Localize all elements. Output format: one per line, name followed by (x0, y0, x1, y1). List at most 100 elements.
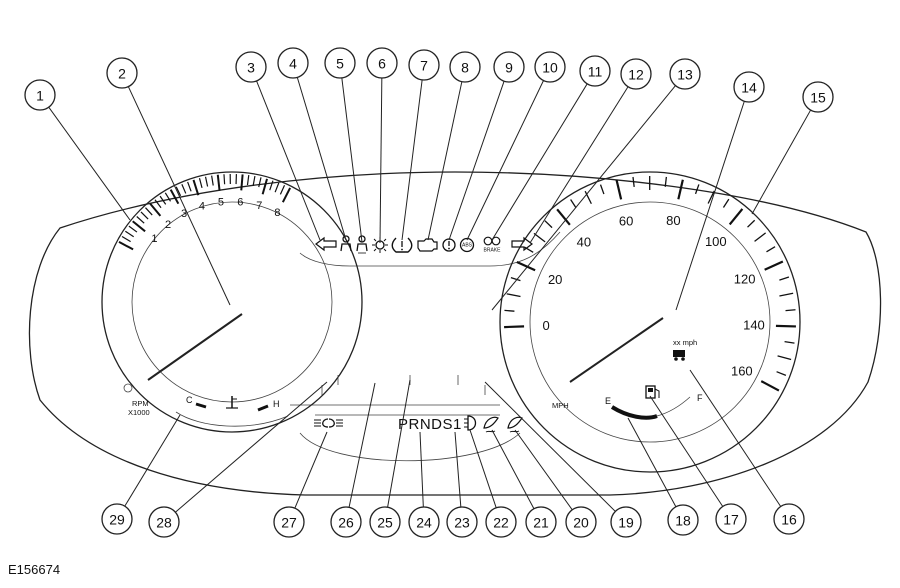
callout-number: 19 (618, 515, 634, 531)
callout-leader-line (48, 106, 131, 221)
speedometer-minor-tick (533, 232, 546, 243)
callout-circle (408, 506, 440, 538)
callout-leader-line (387, 379, 411, 508)
tachometer-minor-tick (187, 181, 192, 192)
callout-number: 7 (420, 58, 428, 74)
speedometer-minor-tick (599, 184, 605, 195)
callout-marker: 7 (408, 49, 440, 81)
temperature-cold-band (195, 402, 207, 409)
cluster-housing (28, 171, 882, 496)
turn-left-arrow-icon (315, 236, 337, 252)
speedometer-major-tick (775, 324, 796, 328)
tachometer-minor-tick (246, 175, 250, 186)
tachometer-major-tick (132, 220, 146, 233)
tachometer-scale-label: 1 (151, 233, 157, 245)
speedometer-minor-tick (766, 246, 776, 253)
callout-leader-line (454, 431, 462, 508)
speedometer-major-tick (556, 208, 571, 226)
callout-circle (277, 47, 309, 79)
tachometer-minor-tick (204, 176, 209, 187)
tachometer-minor-tick (279, 185, 286, 195)
callout-marker: 21 (525, 506, 557, 538)
speedometer-major-tick (760, 380, 780, 392)
tachometer-major-tick (216, 174, 221, 191)
speedometer-ticks (504, 175, 796, 392)
callout-number: 21 (533, 515, 549, 531)
callout-number: 17 (723, 512, 739, 528)
tachometer-scale-label: 6 (237, 196, 243, 208)
callout-circle (408, 49, 440, 81)
callout-number: 13 (677, 67, 693, 83)
speedometer-minor-tick (776, 371, 787, 376)
svg-text:ABS: ABS (462, 243, 473, 249)
callout-leader-line (175, 381, 328, 513)
tachometer-minor-tick (181, 183, 187, 194)
callout-number: 15 (810, 90, 826, 106)
tachometer-minor-tick (128, 225, 138, 233)
callout-circle (446, 506, 478, 538)
callout-number: 4 (289, 56, 297, 72)
speedometer-minor-tick (510, 277, 521, 282)
callout-marker: 1 (24, 79, 56, 111)
callout-number: 25 (377, 515, 393, 531)
callout-marker: 13 (669, 58, 701, 90)
callout-leader-line (296, 77, 347, 241)
callout-marker: 12 (620, 58, 652, 90)
callout-circle (324, 47, 356, 79)
speedometer-minor-tick (694, 184, 700, 195)
temperature-cold-label: C (186, 395, 193, 405)
tachometer-unit-multiplier: X1000 (128, 408, 150, 417)
speedometer-minor-tick (506, 293, 521, 298)
tachometer-major-tick (169, 189, 180, 205)
tachometer-major-tick (192, 179, 200, 196)
callout-marker: 17 (715, 503, 747, 535)
callout-leader-line (127, 86, 231, 306)
tachometer-minor-tick (159, 195, 167, 205)
callout-number: 11 (588, 64, 603, 80)
callout-marker: 25 (369, 506, 401, 538)
tachometer-major-tick (118, 241, 134, 251)
tachometer-zero-marker (123, 383, 133, 393)
turn-right-arrow-icon (511, 236, 533, 252)
speedometer-scale-label: 40 (577, 234, 591, 249)
callout-number: 5 (336, 56, 344, 72)
callout-circle (449, 51, 481, 83)
tachometer-major-tick (261, 178, 268, 195)
callout-number: 12 (628, 67, 644, 83)
speedometer-scale-label: 120 (734, 271, 756, 286)
callout-circle (369, 506, 401, 538)
speedometer-face (529, 201, 771, 443)
speedometer-minor-tick (747, 219, 756, 228)
tachometer-ticks (118, 174, 292, 251)
tachometer-minor-tick (258, 177, 262, 188)
callout-marker: 9 (493, 51, 525, 83)
tachometer-minor-tick (145, 207, 153, 216)
tachometer-minor-tick (252, 175, 256, 187)
callout-circle (565, 506, 597, 538)
engine-check-icon (417, 238, 438, 252)
callout-number: 8 (461, 60, 469, 76)
callout-leader-line (491, 83, 588, 241)
speedometer-scale-label: 140 (743, 318, 765, 333)
callout-circle (101, 503, 133, 535)
speedometer-minor-tick (754, 232, 767, 242)
speedometer-scale-label: 60 (619, 213, 633, 228)
callout-marker: 4 (277, 47, 309, 79)
callout-number: 24 (416, 515, 432, 531)
callout-leader-line (379, 77, 383, 244)
callout-marker: 22 (485, 506, 517, 538)
callout-circle (667, 504, 699, 536)
callout-leader-line (427, 81, 463, 241)
cruise-speed-readout: xx mph (673, 338, 697, 347)
callout-marker: 3 (235, 51, 267, 83)
callout-marker: 11 (579, 55, 611, 87)
callout-leader-line (689, 369, 782, 507)
speedometer-major-tick (516, 261, 536, 272)
callout-leader-line (256, 80, 321, 241)
callout-leader-line (401, 79, 423, 241)
callout-circle (273, 506, 305, 538)
fuel-gauge-track (656, 396, 691, 417)
